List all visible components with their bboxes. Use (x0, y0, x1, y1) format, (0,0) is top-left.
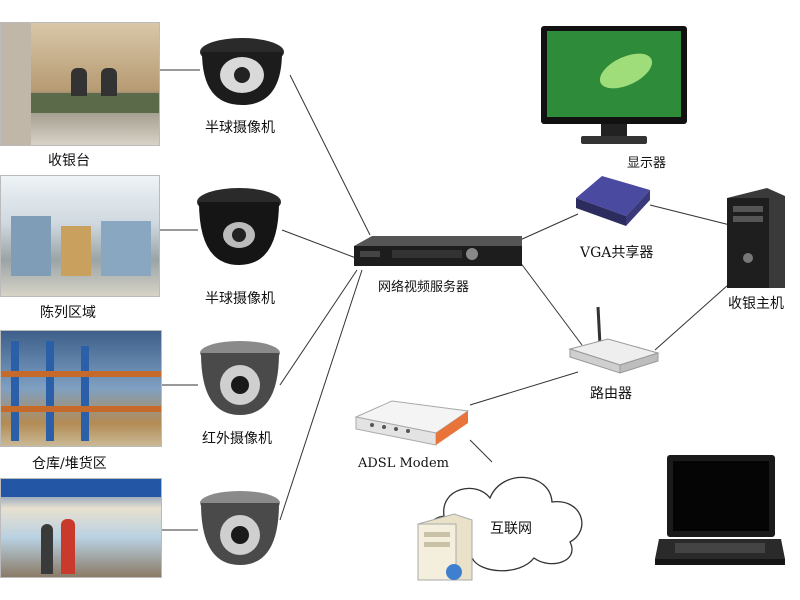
vga-splitter-icon (576, 176, 650, 226)
scene-photo-display-area (0, 175, 160, 297)
camera-label: 半球摄像机 (205, 291, 275, 307)
scene-photo-checkout (0, 22, 160, 146)
laptop-icon (655, 455, 785, 565)
infrared-camera-icon (200, 491, 280, 565)
scene-label-checkout: 收银台 (48, 153, 90, 169)
camera-label: 红外摄像机 (202, 431, 272, 447)
pc-label: 收银主机 (728, 296, 784, 312)
camera-label: 半球摄像机 (205, 120, 275, 136)
dome-camera-icon (197, 188, 281, 265)
internet-label: 互联网 (490, 521, 532, 537)
adsl-modem-icon (354, 400, 470, 446)
router-icon (568, 306, 660, 374)
vga-splitter-label: VGA共享器 (580, 245, 654, 261)
nvr-device-icon (354, 236, 522, 266)
scene-label-warehouse: 仓库/堆货区 (32, 456, 107, 472)
router-label: 路由器 (590, 386, 632, 402)
scene-photo-entrance (0, 478, 162, 578)
dome-camera-icon (200, 38, 284, 105)
pc-tower-icon (727, 188, 785, 288)
adsl-modem-label: ADSL Modem (358, 456, 449, 471)
nvr-label: 网络视频服务器 (378, 280, 470, 295)
scene-photo-warehouse (0, 330, 162, 447)
monitor-icon (541, 26, 687, 144)
infrared-camera-icon (200, 341, 280, 415)
server-icon (417, 513, 473, 581)
scene-label-display-area: 陈列区域 (40, 305, 96, 321)
monitor-label: 显示器 (627, 156, 667, 171)
